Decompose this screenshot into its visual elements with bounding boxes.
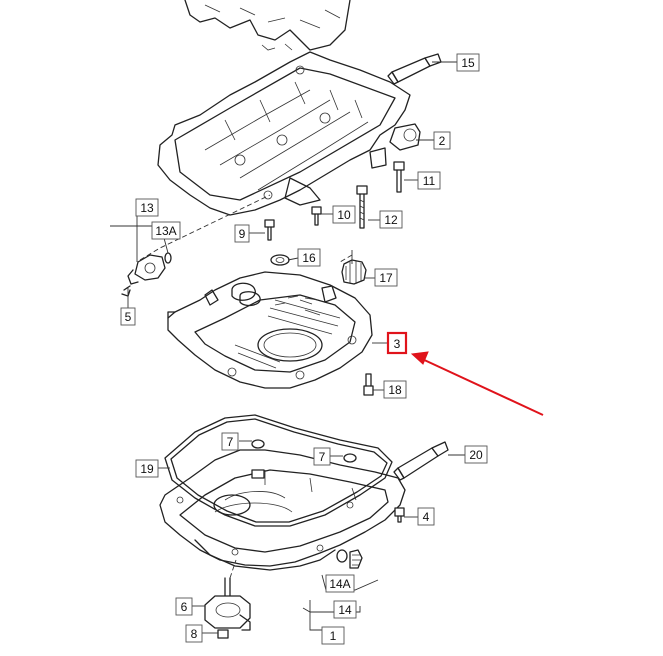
label-4: 4 — [423, 510, 430, 524]
callout-15[interactable]: 15 — [456, 53, 480, 72]
label-10: 10 — [337, 208, 351, 222]
callout-2[interactable]: 2 — [433, 131, 451, 150]
bolt-part-11 — [393, 161, 405, 193]
drain-plug-part-7-right — [343, 453, 357, 463]
callout-4[interactable]: 4 — [417, 507, 435, 526]
label-14a: 14A — [329, 577, 350, 591]
label-2: 2 — [439, 134, 446, 148]
label-7-upper: 7 — [227, 435, 234, 449]
callout-12[interactable]: 12 — [379, 210, 403, 229]
bolt-part-8 — [217, 629, 229, 639]
bolt-part-10 — [311, 206, 322, 226]
label-18: 18 — [388, 383, 402, 397]
oil-sensor-part-6 — [204, 577, 251, 631]
baffle-plate-part-3 — [167, 271, 373, 389]
label-17: 17 — [379, 271, 393, 285]
callout-17[interactable]: 17 — [374, 268, 398, 287]
label-15: 15 — [461, 56, 475, 70]
label-1: 1 — [330, 629, 337, 643]
callout-7-upper[interactable]: 7 — [221, 432, 239, 451]
callout-1[interactable]: 1 — [321, 626, 345, 645]
bolt-part-4 — [394, 507, 405, 523]
callout-11[interactable]: 11 — [417, 171, 441, 190]
callout-9[interactable]: 9 — [234, 224, 250, 243]
label-3: 3 — [394, 337, 401, 351]
label-16: 16 — [302, 251, 316, 265]
label-19: 19 — [140, 462, 154, 476]
filter-cap-part-17 — [341, 259, 367, 285]
label-9: 9 — [239, 227, 246, 241]
callout-10[interactable]: 10 — [332, 205, 356, 224]
label-11: 11 — [423, 174, 436, 188]
bolt-part-18 — [363, 373, 374, 396]
upper-oil-pan — [157, 51, 421, 216]
callout-8[interactable]: 8 — [185, 624, 203, 643]
callout-3-highlighted[interactable]: 3 — [386, 331, 408, 355]
callout-20[interactable]: 20 — [464, 445, 488, 464]
drain-plug-part-7-upper — [251, 439, 265, 479]
label-5: 5 — [125, 310, 132, 324]
callout-5[interactable]: 5 — [120, 307, 136, 326]
engine-block-fragment — [184, 0, 351, 51]
label-14: 14 — [338, 603, 352, 617]
label-13a: 13A — [155, 224, 176, 238]
callout-7-right[interactable]: 7 — [313, 447, 331, 466]
label-13: 13 — [140, 201, 154, 215]
plug-part-16 — [270, 254, 290, 266]
callout-19[interactable]: 19 — [135, 459, 159, 478]
leader-lines — [110, 61, 465, 634]
label-20: 20 — [469, 448, 483, 462]
bolt-part-12 — [356, 185, 368, 229]
callout-13[interactable]: 13 — [135, 198, 159, 217]
callout-14[interactable]: 14 — [333, 600, 357, 619]
highlight-arrow — [410, 351, 544, 416]
callout-18[interactable]: 18 — [383, 380, 407, 399]
sealant-tube-part-20 — [393, 441, 449, 481]
label-7-right: 7 — [319, 450, 326, 464]
gasket-part-19 — [164, 414, 393, 527]
label-12: 12 — [384, 213, 398, 227]
callout-14a[interactable]: 14A — [325, 574, 355, 593]
drain-plug-part-14 — [336, 549, 363, 569]
oil-level-sensor-part-13 — [121, 252, 172, 297]
label-6: 6 — [181, 600, 188, 614]
bolt-part-9 — [264, 219, 275, 241]
callout-13a[interactable]: 13A — [151, 221, 181, 240]
label-8: 8 — [191, 627, 198, 641]
sealant-tube-part-15 — [387, 53, 442, 85]
callout-16[interactable]: 16 — [297, 248, 321, 267]
lower-oil-pan-part-1 — [159, 449, 406, 571]
callout-6[interactable]: 6 — [175, 597, 193, 616]
